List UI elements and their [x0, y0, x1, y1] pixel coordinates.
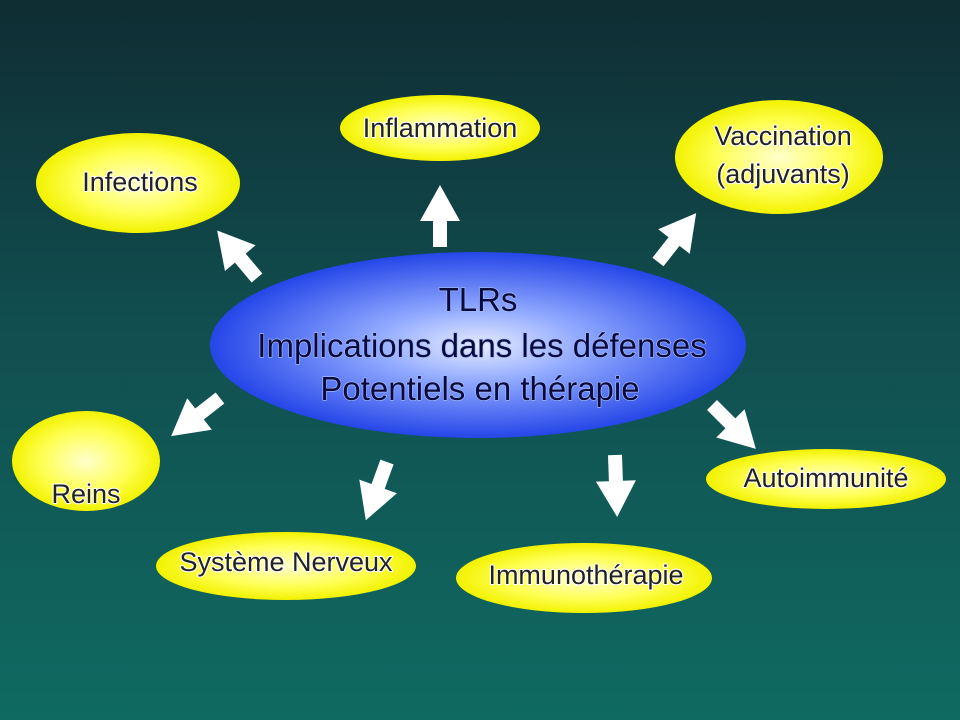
node-vaccination: Vaccination (adjuvants)	[675, 100, 883, 214]
arrows	[171, 185, 756, 521]
node-label: Système Nerveux	[179, 547, 393, 577]
node-label-line-1: Vaccination	[714, 121, 852, 151]
center-line-potentiels: Potentiels en thérapie	[320, 370, 639, 407]
center-line-implications: Implications dans les défenses	[257, 327, 706, 364]
arrow-to-reins	[171, 392, 225, 437]
arrow-to-infections	[217, 230, 263, 283]
node-label-line-2: (adjuvants)	[716, 159, 850, 189]
arrow-to-autoimmunite	[707, 400, 756, 449]
node-autoimmunite: Autoimmunité	[706, 449, 946, 509]
node-infections: Infections	[36, 133, 240, 233]
node-label: Immunothérapie	[488, 560, 683, 590]
node-label: Autoimmunité	[743, 463, 908, 493]
arrow-to-immunotherapie	[595, 454, 636, 517]
node-label: Infections	[82, 167, 198, 197]
center-node: TLRs Implications dans les défenses Pote…	[210, 252, 746, 438]
node-label: Reins	[51, 479, 120, 509]
center-line-title: TLRs	[439, 281, 518, 318]
arrow-to-inflammation	[420, 185, 460, 247]
node-immunotherapie: Immunothérapie	[456, 543, 712, 613]
arrow-to-vaccination	[652, 213, 697, 267]
node-reins: Reins	[12, 411, 160, 511]
arrow-to-systeme-nerveux	[359, 459, 397, 521]
node-inflammation: Inflammation	[340, 95, 540, 161]
node-systeme-nerveux: Système Nerveux	[156, 532, 416, 600]
node-label: Inflammation	[363, 113, 518, 143]
